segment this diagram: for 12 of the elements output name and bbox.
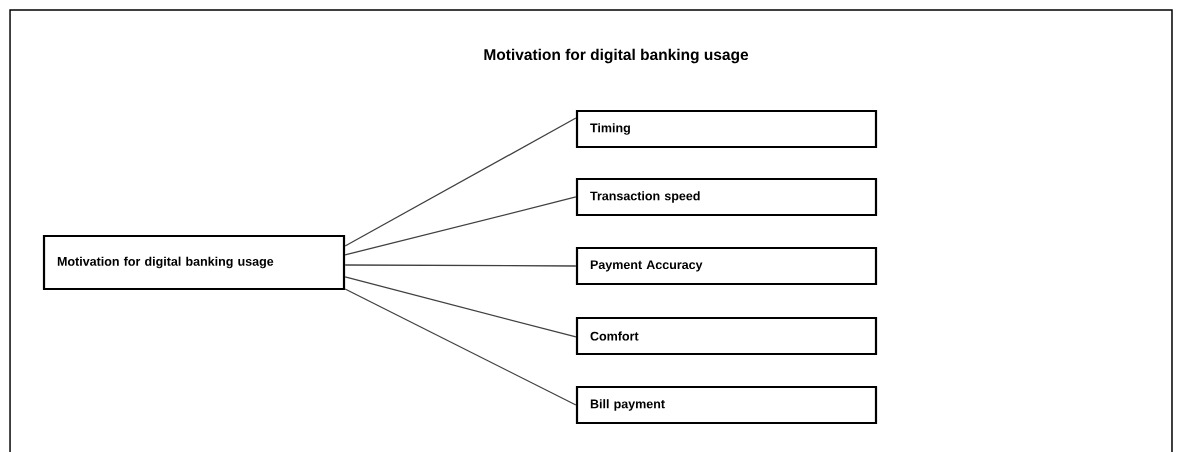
connector-line: [344, 288, 577, 406]
text-box: Timing: [575, 109, 878, 149]
connector-line: [344, 117, 577, 247]
connector-line: [344, 264, 577, 267]
text-box: Bill payment: [575, 385, 878, 425]
text-box: Comfort: [575, 316, 878, 356]
connector-line: [344, 196, 577, 256]
text-box: Payment Accuracy: [575, 246, 878, 286]
text-box: Transaction speed: [575, 177, 878, 217]
connector-line: [344, 276, 577, 338]
text-box: Motivation for digital banking usage: [42, 234, 346, 291]
title: Motivation for digital banking usage: [484, 48, 749, 64]
